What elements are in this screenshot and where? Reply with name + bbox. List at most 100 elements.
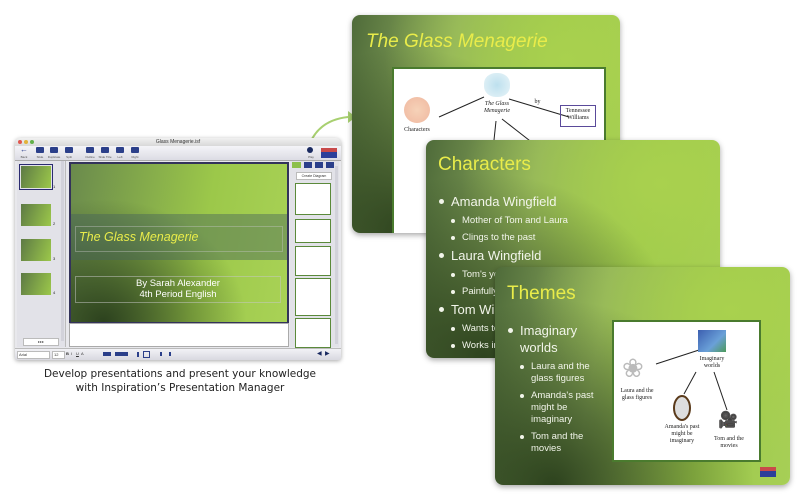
- node-tom: Tom and the movies: [714, 436, 744, 449]
- sub-bullet: Wants to: [438, 323, 708, 335]
- slide-title-button[interactable]: Slide Title: [98, 147, 112, 159]
- panel-scrollbar[interactable]: [335, 166, 338, 344]
- diagram-panel: Create Diagram: [290, 161, 339, 348]
- underline-button[interactable]: U: [76, 351, 79, 356]
- unicorn-icon: [484, 73, 510, 97]
- slide-button[interactable]: Slide: [35, 147, 45, 159]
- theater-masks-icon: [404, 97, 430, 123]
- inspiration-logo-icon: [321, 148, 337, 158]
- caption: Develop presentations and present your k…: [20, 367, 340, 395]
- center-node: The Glass Menagerie: [484, 101, 510, 114]
- play-icon: [307, 147, 313, 153]
- diagram-thumbnail[interactable]: [295, 318, 331, 348]
- sub-bullet: Amanda's past might be imaginary: [507, 390, 607, 426]
- back-button[interactable]: ←Back: [20, 145, 28, 160]
- panel-tab-2[interactable]: [304, 162, 312, 168]
- caption-line: with Inspiration’s Presentation Manager: [75, 382, 285, 394]
- slide-themes: Themes Imaginary worlds Laura and the gl…: [495, 267, 790, 485]
- insert-icon[interactable]: [137, 352, 139, 357]
- slide-thumbnail[interactable]: [21, 204, 51, 226]
- sub-bullet: Clings to the past: [438, 232, 708, 244]
- caption-line: Develop presentations and present your k…: [43, 368, 317, 380]
- bullet: Amanda Wingfield: [438, 193, 708, 210]
- text-color-button[interactable]: A: [81, 351, 84, 356]
- font-select[interactable]: Arial: [17, 351, 50, 359]
- slide-sorter: 1 2 3 4 ▸▸▸: [17, 161, 66, 347]
- slide-title: The Glass Menagerie: [79, 230, 199, 244]
- layout-right-icon: [131, 147, 139, 153]
- title-bar: Glass Menagerie.isf: [15, 138, 341, 146]
- left-layout-button[interactable]: Left: [115, 147, 125, 159]
- subtitle-line: 4th Period English: [139, 289, 217, 300]
- inspiration-logo-icon: [760, 467, 776, 477]
- bullet: Tom Win: [438, 301, 708, 318]
- close-button[interactable]: [18, 140, 22, 144]
- zoom-button[interactable]: [30, 140, 34, 144]
- diagram-thumbnail[interactable]: [295, 246, 331, 276]
- prev-slide-button[interactable]: ◀: [317, 351, 322, 357]
- outline-button[interactable]: Outline: [85, 147, 95, 159]
- sub-bullet: Tom and the movies: [507, 431, 607, 455]
- layout-wide-icon[interactable]: [115, 352, 128, 356]
- split-button[interactable]: Split: [64, 147, 74, 159]
- layout-left-icon: [116, 147, 124, 153]
- columns-icon[interactable]: [160, 352, 171, 356]
- sub-bullet: Mother of Tom and Laura: [438, 215, 708, 227]
- slide-thumbnail[interactable]: [21, 273, 51, 295]
- node-laura: Laura and the glass figures: [620, 388, 654, 401]
- slide-thumbnail[interactable]: [21, 239, 51, 261]
- play-button[interactable]: Play: [306, 147, 316, 159]
- split-icon: [65, 147, 73, 153]
- diagram-thumbnail[interactable]: [295, 219, 331, 243]
- diagram-thumbnail[interactable]: [295, 183, 331, 215]
- link-label: by: [534, 99, 541, 105]
- new-slide-icon: [36, 147, 44, 153]
- panel-tab-3[interactable]: [315, 162, 323, 168]
- minimize-button[interactable]: [24, 140, 28, 144]
- bullet-list: Imaginary worlds Laura and the glass fig…: [507, 319, 607, 455]
- toolbar: ←Back Slide Duplicate Split Outline Slid…: [15, 146, 341, 161]
- node-amanda: Amanda's past might be imaginary: [664, 424, 700, 444]
- create-diagram-button[interactable]: Create Diagram: [296, 172, 332, 180]
- node-tennessee-williams: Tennessee Williams: [560, 105, 596, 127]
- node-characters: Characters: [404, 127, 430, 133]
- slide-title: Themes: [507, 283, 576, 304]
- movie-camera-icon: 🎥: [718, 412, 738, 429]
- slide-title: The Glass Menagerie: [366, 31, 548, 52]
- bold-button[interactable]: B: [66, 351, 69, 356]
- subtitle-line: By Sarah Alexander: [136, 278, 220, 289]
- diagram: Imaginary worlds ❀ Laura and the glass f…: [612, 320, 761, 462]
- center-node: Imaginary worlds: [699, 356, 725, 369]
- panel-tab-diagram[interactable]: [292, 162, 301, 168]
- window-title: Glass Menagerie.isf: [155, 139, 201, 145]
- subtitle-textbox[interactable]: By Sarah Alexander 4th Period English: [75, 276, 281, 303]
- more-button[interactable]: ▸▸▸: [23, 338, 59, 346]
- bullet: Laura Wingfield: [438, 247, 708, 264]
- bullet: Imaginary worlds: [507, 322, 607, 356]
- sub-bullet: Works in: [438, 340, 708, 352]
- app-window: Glass Menagerie.isf ←Back Slide Duplicat…: [15, 138, 341, 360]
- duplicate-icon: [50, 147, 58, 153]
- layout-icon[interactable]: [103, 352, 111, 356]
- diagram-thumbnail[interactable]: [295, 278, 331, 316]
- font-size-select[interactable]: 12: [52, 351, 65, 359]
- sorter-scrollbar[interactable]: [61, 161, 64, 341]
- slide-title: Characters: [438, 154, 531, 175]
- sub-bullet: Painfully: [438, 286, 708, 298]
- next-slide-button[interactable]: ▶: [325, 351, 330, 357]
- panel-tab-4[interactable]: [326, 162, 334, 168]
- notes-field[interactable]: [69, 323, 289, 347]
- slide-thumbnail[interactable]: [19, 164, 53, 190]
- back-arrow-icon: ←: [20, 145, 28, 154]
- title-textbox[interactable]: [75, 226, 283, 252]
- duplicate-button[interactable]: Duplicate: [48, 147, 60, 159]
- slide-canvas[interactable]: The Glass Menagerie By Sarah Alexander 4…: [69, 162, 289, 324]
- italic-button[interactable]: I: [71, 351, 73, 356]
- format-bar: Arial 12 B I U A ◀ ▶: [15, 348, 341, 360]
- outline-icon: [86, 147, 94, 153]
- imaginary-worlds-image: [698, 330, 726, 352]
- image-icon[interactable]: [143, 351, 150, 358]
- right-layout-button[interactable]: Right: [130, 147, 140, 159]
- swan-icon: ❀: [622, 353, 644, 383]
- slide-title-icon: [101, 147, 109, 153]
